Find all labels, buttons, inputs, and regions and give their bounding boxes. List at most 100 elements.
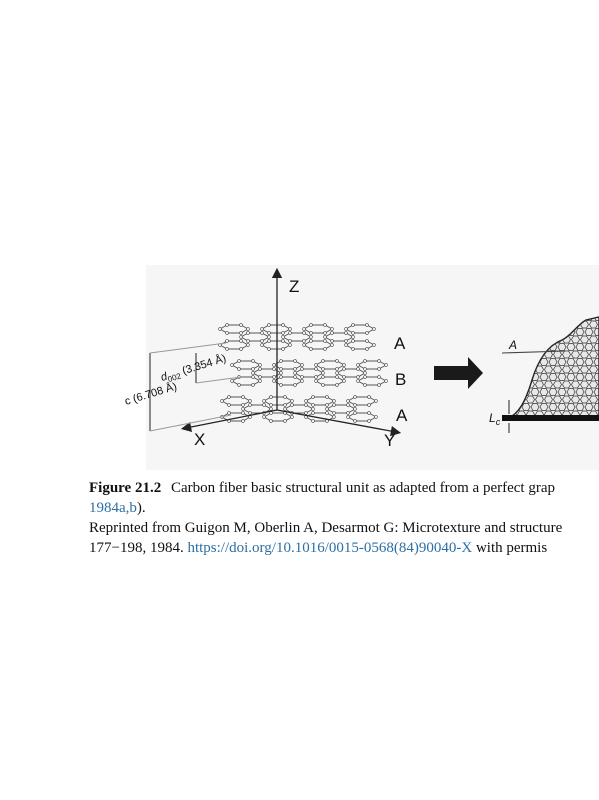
layer-label-top: A (394, 334, 406, 353)
carbon-atom (267, 339, 271, 343)
lattice-hexagon (562, 380, 571, 389)
carbon-atom (241, 411, 245, 415)
carbon-atom (288, 327, 292, 331)
carbon-atom (227, 411, 231, 415)
carbon-atom (332, 403, 336, 407)
carbon-atom (225, 323, 229, 327)
carbon-atom (342, 363, 346, 367)
carbon-atom (344, 331, 348, 335)
figure-caption: Figure 21.2 Carbon fiber basic structura… (89, 478, 599, 558)
lattice-hexagon (575, 358, 585, 366)
carbon-atom (272, 379, 276, 383)
right-arrow-icon (434, 357, 483, 389)
carbon-atom (302, 327, 306, 331)
carbon-atom (281, 335, 285, 339)
carbon-atom (304, 411, 308, 415)
lattice-hexagon (544, 395, 553, 404)
lattice-hexagon (544, 380, 553, 389)
lattice-hexagon (548, 358, 558, 366)
carbon-atom (302, 339, 306, 343)
carbon-atom (314, 363, 318, 367)
carbon-atom (290, 415, 294, 419)
carbon-atom (239, 323, 243, 327)
lattice-hexagon (557, 388, 567, 396)
carbon-atom (267, 323, 271, 327)
carbon-atom (321, 383, 325, 387)
lattice-hexagon (548, 388, 558, 396)
lattice-hexagon (589, 365, 598, 374)
carbon-atom (351, 339, 355, 343)
z-axis-label: Z (289, 277, 299, 296)
lattice-hexagon (593, 317, 599, 321)
lattice-hexagon (584, 403, 594, 411)
carbon-atom (372, 343, 376, 347)
carbon-atom (267, 335, 271, 339)
carbon-atom (365, 331, 369, 335)
carbon-atom (377, 375, 381, 379)
carbon-atom (262, 415, 266, 419)
carbon-atom (332, 399, 336, 403)
carbon-atom (309, 331, 313, 335)
figure-21-2: Z X Y A B A d002(3.354 Å) c (6.708 Å) (123, 265, 599, 470)
carbon-atom (353, 407, 357, 411)
carbon-atom (220, 399, 224, 403)
lattice-hexagon (566, 403, 576, 411)
lattice-hexagon (553, 365, 562, 374)
lattice-hexagon (539, 388, 549, 396)
carbon-atom (262, 399, 266, 403)
lattice-hexagon (553, 395, 562, 404)
doi-link[interactable]: https://doi.org/10.1016/0015-0568(84)900… (187, 540, 473, 556)
lattice-hexagon (593, 343, 599, 351)
lattice-hexagon (562, 365, 571, 374)
carbon-atom (377, 367, 381, 371)
carbon-atom (365, 339, 369, 343)
carbon-atom (346, 399, 350, 403)
carbon-atom (309, 335, 313, 339)
lc-symbol: L (489, 411, 496, 425)
carbon-atom (251, 375, 255, 379)
carbon-atom (246, 331, 250, 335)
carbon-atom (230, 363, 234, 367)
carbon-atom (248, 399, 252, 403)
carbon-atom (293, 375, 297, 379)
carbon-atom (281, 339, 285, 343)
lattice-hexagon (566, 358, 576, 366)
reprint-line: Reprinted from Guigon M, Oberlin A, Desa… (89, 520, 563, 536)
carbon-atom (300, 367, 304, 371)
lattice-hexagon (566, 373, 576, 381)
carbon-atom (262, 403, 266, 407)
carbon-atom (258, 363, 262, 367)
panel-a-leader (501, 350, 567, 354)
lattice-hexagon (526, 395, 535, 404)
carbon-atom (330, 339, 334, 343)
carbon-atom (351, 331, 355, 335)
carbon-atom (367, 419, 371, 423)
carbon-atom (239, 331, 243, 335)
layer-label-bottom: A (396, 406, 408, 425)
caption-line-2: 1984a,b). (89, 498, 599, 518)
carbon-atom (272, 363, 276, 367)
carbon-atom (288, 339, 292, 343)
citation-link[interactable]: 1984a,b (89, 500, 137, 516)
leader-bottom (149, 414, 232, 432)
lattice-hexagon (548, 403, 558, 411)
leader-top (149, 342, 227, 354)
carbon-atom (293, 383, 297, 387)
carbon-atom (335, 371, 339, 375)
carbon-atom (335, 383, 339, 387)
lattice-hexagon (544, 365, 553, 374)
carbon-atom (314, 379, 318, 383)
carbon-atom (356, 379, 360, 383)
y-axis-label: Y (384, 431, 395, 450)
carbon-atom (230, 379, 234, 383)
carbon-atom (269, 419, 273, 423)
carbon-atom (332, 415, 336, 419)
lattice-hexagon (571, 395, 580, 404)
carbon-atom (365, 323, 369, 327)
carbon-atom (258, 379, 262, 383)
carbon-atom (325, 395, 329, 399)
figure-number: Figure 21.2 (89, 480, 162, 496)
lattice-hexagon (530, 388, 540, 396)
carbon-atom (241, 403, 245, 407)
carbon-atom (248, 411, 252, 415)
